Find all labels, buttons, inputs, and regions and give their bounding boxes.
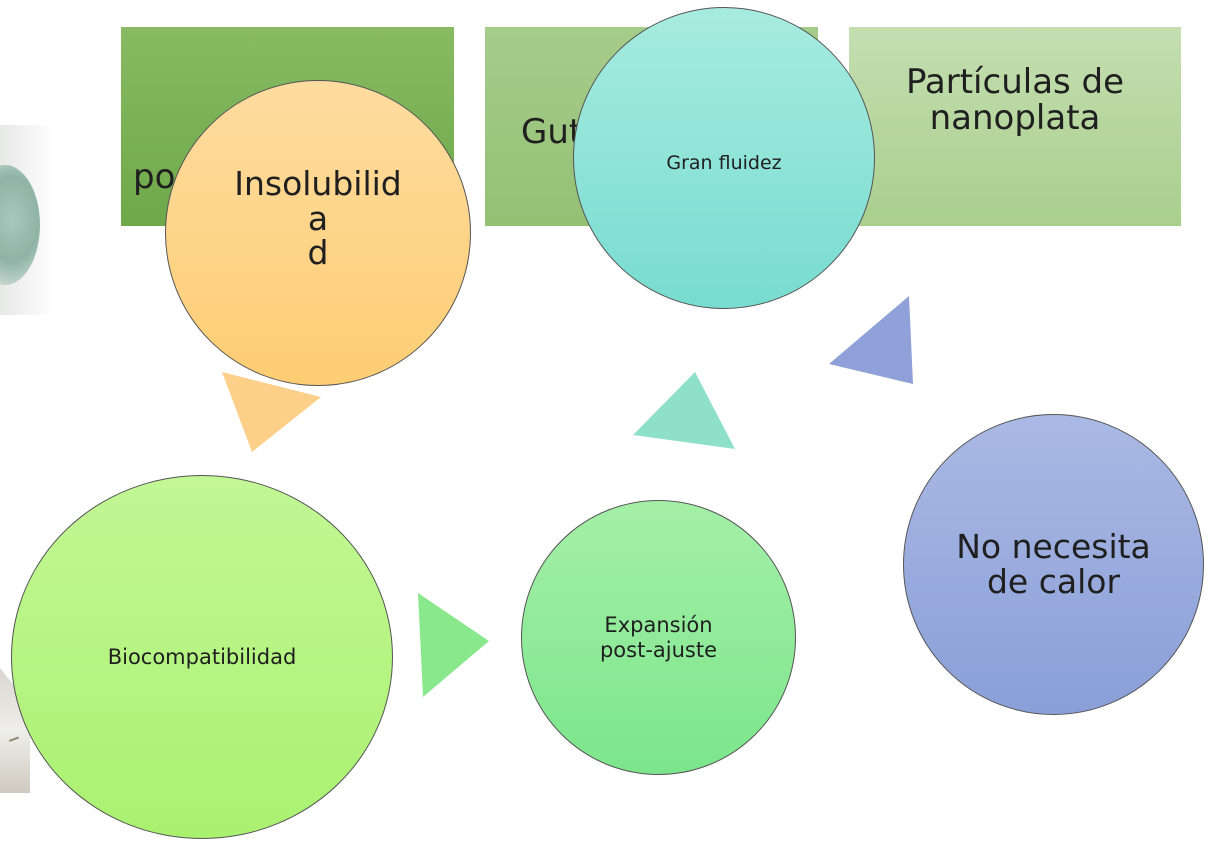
circle-insolubilidad: Insolubilida d xyxy=(165,80,471,386)
product-photo-top xyxy=(0,125,55,315)
circle-no-necesita-calor: No necesita de calor xyxy=(903,414,1204,715)
category-box-3-label: Partículas de nanoplata xyxy=(905,61,1125,138)
circle-biocompatibilidad-label: Biocompatibilidad xyxy=(107,645,297,669)
category-box-2-label: Gut xyxy=(521,112,583,152)
arrow-blue xyxy=(829,296,913,384)
arrow-green xyxy=(418,593,489,697)
circle-gran-fluidez: Gran fluidez xyxy=(573,7,875,309)
arrow-orange xyxy=(222,372,321,452)
circle-biocompatibilidad: Biocompatibilidad xyxy=(11,475,393,839)
circle-gran-fluidez-label: Gran fluidez xyxy=(666,152,782,174)
circle-expansion-label: Expansión post-ajuste xyxy=(599,613,718,662)
circle-insolubilidad-label: Insolubilida d xyxy=(234,164,402,273)
category-box-1-label: po xyxy=(133,157,176,197)
circle-no-necesita-calor-label: No necesita de calor xyxy=(956,526,1151,601)
arrow-teal xyxy=(633,372,735,449)
circle-expansion: Expansión post-ajuste xyxy=(521,500,796,775)
category-box-3: Partículas de nanoplata xyxy=(849,27,1181,226)
